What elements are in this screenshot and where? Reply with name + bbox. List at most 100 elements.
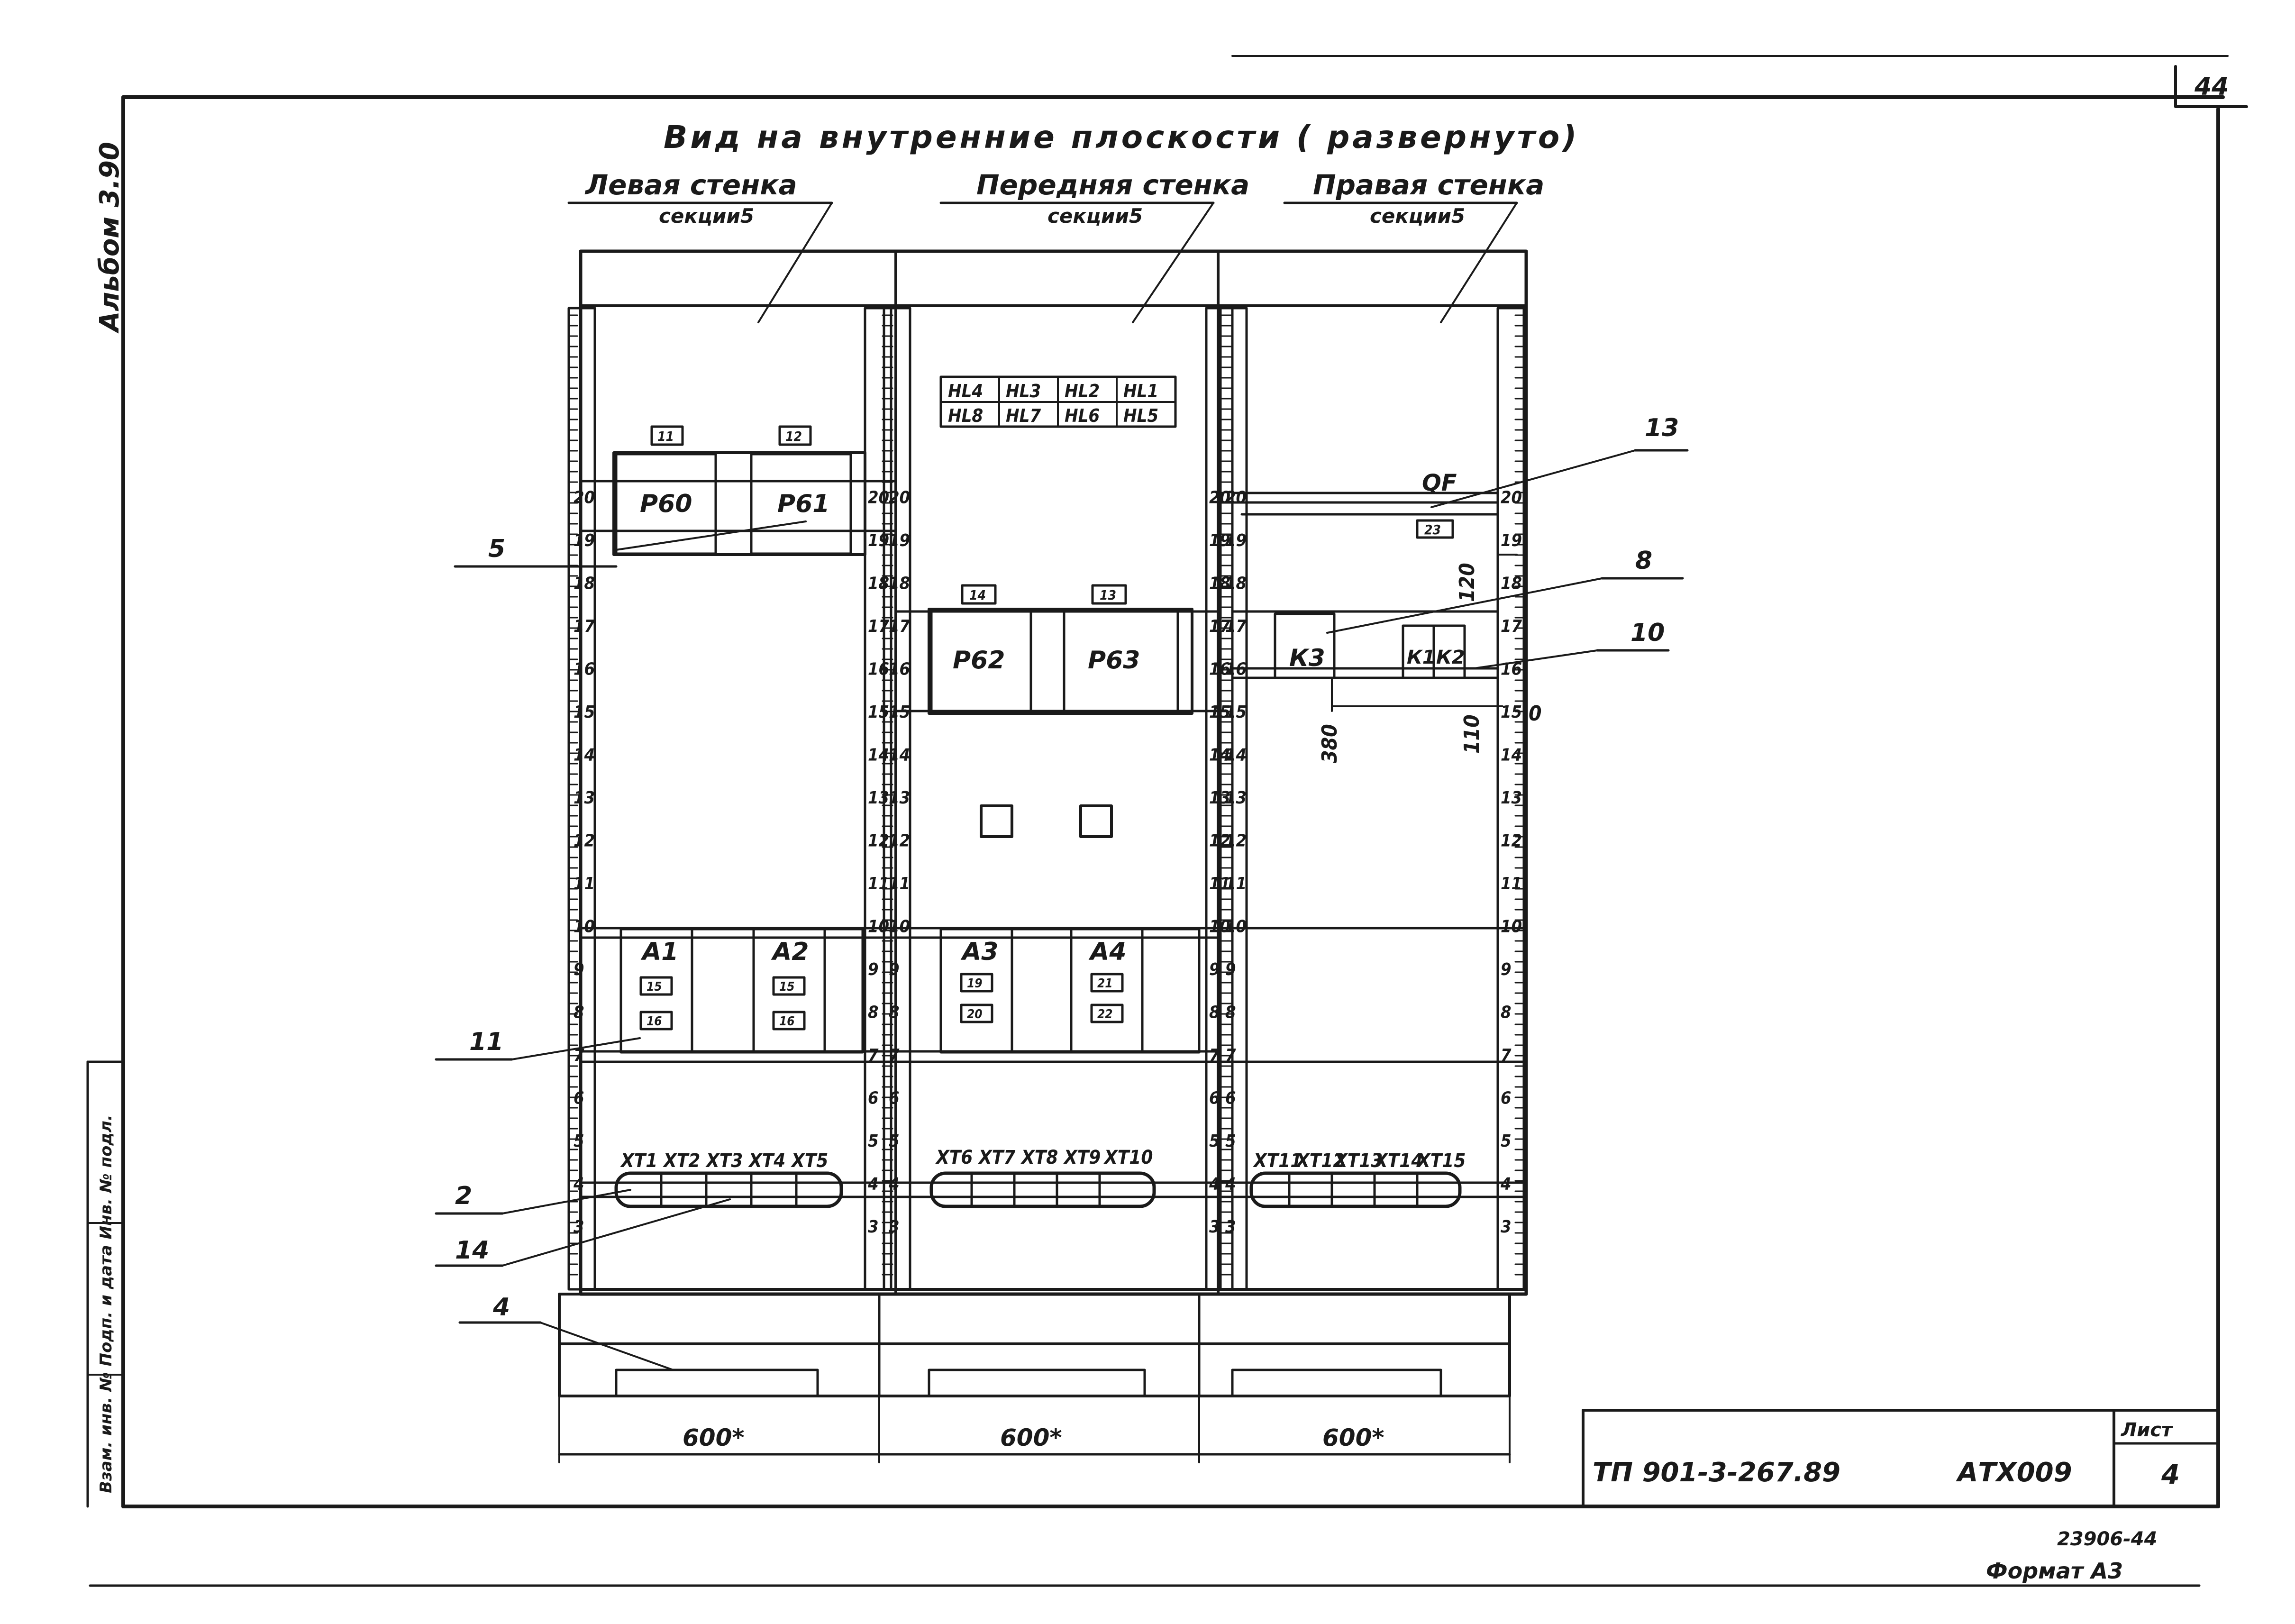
scale-label: 8 <box>868 1003 879 1022</box>
scale-label: 8 <box>889 1003 900 1022</box>
scale-label: 9 <box>1209 960 1220 979</box>
apparatus-label: А1 <box>640 938 678 966</box>
scale-label: 17 <box>889 617 911 636</box>
scale-label: 20 <box>889 488 910 508</box>
apparatus-marker: 21 <box>1097 976 1113 991</box>
apparatus-marker: 16 <box>779 1014 795 1029</box>
scale-label: 6 <box>1225 1089 1236 1108</box>
relay-marker: 12 <box>785 429 802 444</box>
scale-label: 13 <box>868 788 889 808</box>
scale-label: 6 <box>1501 1089 1512 1108</box>
scale-label: 20 <box>1225 488 1247 508</box>
scale-label: 7 <box>1225 1046 1236 1065</box>
terminal-label: XT5 <box>791 1150 828 1172</box>
callout-label: 2 <box>455 1182 472 1210</box>
callout-label: 5 <box>488 535 505 563</box>
scale-label: 19 <box>574 531 595 550</box>
scale-label: 9 <box>889 960 900 979</box>
wall-name-front: Передняя стенка <box>976 169 1249 201</box>
relay-marker: 11 <box>657 429 674 444</box>
terminal-label: XT13 <box>1333 1150 1383 1172</box>
terminal-label: XT7 <box>978 1147 1015 1168</box>
right-wall-devices: QF 23 К3 К1 К2 <box>1231 470 1499 679</box>
wall-header-left: Левая стенка секции5 <box>567 169 833 323</box>
sheet-num: 4 <box>2161 1460 2180 1490</box>
apparatus-marker: 20 <box>967 1007 983 1022</box>
wall-header-right: Правая стенка секции5 <box>1283 169 1544 323</box>
terminal-label: XT14 <box>1374 1150 1423 1172</box>
lamp-label: HL4 <box>948 381 983 401</box>
relay-label: Р61 <box>777 490 829 518</box>
scale-label: 13 <box>889 788 910 808</box>
lamp-label: HL7 <box>1006 405 1041 426</box>
scale-label: 15 <box>574 703 595 722</box>
project-code: ТП 901-3-267.89 <box>1593 1457 1840 1488</box>
scale-label: 17 <box>1501 617 1522 636</box>
lamp-label: HL3 <box>1006 381 1041 401</box>
lamp-label: HL5 <box>1123 405 1158 426</box>
mounting-rails: 3 4 5 6 7 8 9 10 11 12 13 14 15 16 17 18 19 20 3 4 5 6 7 8 9 10 11… <box>567 307 1525 1291</box>
apparatus-label: А2 <box>771 938 809 966</box>
lamp-label: HL1 <box>1123 381 1158 401</box>
scale-label: 9 <box>868 960 879 979</box>
terminal-blocks: XT1 XT2 XT3 XT4 XT5 XT6 XT7 XT8 XT9 XT10… <box>579 1147 1528 1208</box>
rail <box>1496 307 1525 1291</box>
terminal-label: XT3 <box>705 1150 743 1172</box>
scale-label: 5 <box>889 1131 900 1151</box>
scale-label: 18 <box>1225 574 1247 593</box>
scale-label: 5 <box>1209 1131 1220 1151</box>
scale-label: 6 <box>574 1089 584 1108</box>
view-title: Вид на внутренние плоскости ( развернуто… <box>664 119 1579 155</box>
scale-label: 4 <box>1209 1175 1220 1194</box>
scale-label: 6 <box>1209 1089 1220 1108</box>
scale-label: 5 <box>1225 1131 1236 1151</box>
scale-label: 18 <box>868 574 889 593</box>
relay-panel-front: Р62 Р63 14 13 <box>894 584 1220 838</box>
scale-label: 13 <box>1501 788 1522 808</box>
wall-name-left: Левая стенка <box>584 169 797 201</box>
cabinet-base <box>558 1293 1511 1397</box>
callout-label: 13 <box>1645 414 1679 442</box>
apparatus-label: А4 <box>1088 938 1126 966</box>
side-stamp-label: Взам. инв. № Подп. и дата Инв. № подл. <box>97 1114 116 1493</box>
relay-marker: 14 <box>969 587 986 603</box>
relay-marker: 13 <box>1100 587 1116 603</box>
scale-label: 4 <box>573 1175 584 1194</box>
scale-label: 17 <box>868 617 890 636</box>
width-dimension: 600* 600* 600* <box>558 1395 1511 1463</box>
callout-label: 11 <box>469 1028 503 1056</box>
rail <box>864 307 892 1291</box>
scale-label: 7 <box>1501 1046 1512 1065</box>
scale-label: 11 <box>574 874 595 894</box>
callouts: 13 5 8 10 11 2 14 4 <box>435 414 1689 1371</box>
scale-label: 9 <box>1501 960 1512 979</box>
scale-label: 14 <box>1501 746 1522 765</box>
scale-label: 9 <box>574 960 584 979</box>
scale-label: 19 <box>1501 531 1522 550</box>
dimension-120: 120 <box>1455 563 1479 602</box>
apparatus-marker: 15 <box>779 980 795 994</box>
scale-label: 17 <box>1225 617 1247 636</box>
terminal-label: XT2 <box>663 1150 700 1172</box>
scale-label: 3 <box>1209 1217 1220 1237</box>
scale-label: 17 <box>574 617 595 636</box>
cabinet-outline <box>579 249 1528 1296</box>
apparatus-marker: 22 <box>1097 1007 1113 1022</box>
dimension-width: 600* <box>683 1424 745 1451</box>
terminal-label: XT11 <box>1253 1150 1302 1172</box>
terminal-label: XT10 <box>1103 1147 1153 1168</box>
scale-label: 10 <box>889 917 910 937</box>
rail <box>883 307 911 1291</box>
terminal-label: XT9 <box>1063 1147 1101 1168</box>
scale-label: 20 <box>574 488 595 508</box>
scale-label: 10 <box>1225 917 1247 937</box>
scale-label: 18 <box>889 574 910 593</box>
lamp-label: HL6 <box>1065 405 1100 426</box>
breaker-label: QF <box>1422 470 1457 496</box>
sheet-number: 44 <box>2194 73 2229 101</box>
signal-lamps: HL4 HL3 HL2 HL1 HL8 HL7 HL6 HL5 <box>939 375 1177 428</box>
scale-label: 3 <box>1501 1217 1512 1237</box>
scale-label: 14 <box>868 746 889 765</box>
scale-label: 11 <box>868 874 889 894</box>
